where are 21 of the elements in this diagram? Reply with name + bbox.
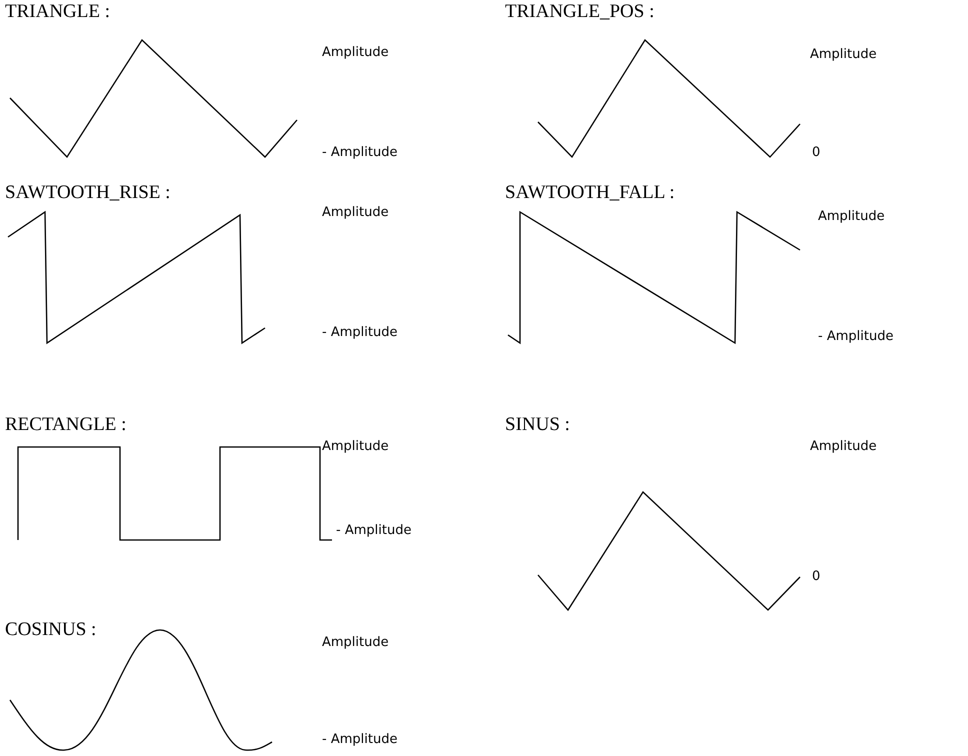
waveform-title: SINUS : (505, 415, 570, 434)
axis-label: - Amplitude (336, 524, 412, 537)
waveform-title: TRIANGLE : (5, 2, 110, 21)
axis-label: Amplitude (322, 636, 389, 649)
axis-label: Amplitude (810, 48, 877, 61)
waveform-title: COSINUS : (5, 620, 96, 639)
axis-label: - Amplitude (322, 326, 398, 339)
axis-label: - Amplitude (322, 733, 398, 746)
axis-label: - Amplitude (322, 146, 398, 159)
axis-label: 0 (812, 570, 820, 583)
axis-label: Amplitude (322, 440, 389, 453)
waveform-title: TRIANGLE_POS : (505, 2, 654, 21)
waveform-title: SAWTOOTH_FALL : (505, 183, 675, 202)
axis-label: Amplitude (322, 206, 389, 219)
axis-label: - Amplitude (818, 330, 894, 343)
axis-label: Amplitude (322, 46, 389, 59)
axis-label: Amplitude (818, 210, 885, 223)
waveform-title: SAWTOOTH_RISE : (5, 183, 170, 202)
waveform-title: RECTANGLE : (5, 415, 126, 434)
axis-label: 0 (812, 146, 820, 159)
axis-label: Amplitude (810, 440, 877, 453)
